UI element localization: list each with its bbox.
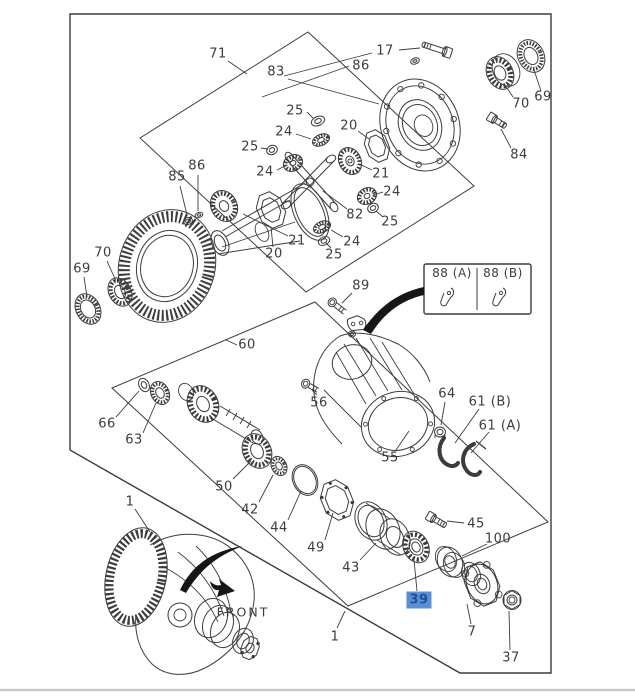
part-label-63[interactable]: 63 (125, 432, 143, 448)
bearing-39-drawing (402, 530, 430, 564)
inner-frame-60 (111, 301, 549, 607)
part-label-100[interactable]: 100 (484, 531, 512, 547)
spider-gear-set-drawing (209, 115, 393, 246)
part-label-45[interactable]: 45 (467, 516, 485, 532)
bearing-cage-drawing (379, 78, 461, 172)
part-label-42[interactable]: 42 (241, 502, 259, 518)
top-bolt-drawing (410, 41, 454, 65)
part-label-1a[interactable]: 1 (125, 494, 135, 510)
part-label-86a[interactable]: 86 (352, 58, 370, 74)
lock-bolt-drawing (327, 297, 367, 332)
part-label-7[interactable]: 7 (467, 624, 477, 640)
part-label-25d[interactable]: 25 (325, 247, 343, 263)
part-label-21a[interactable]: 21 (372, 166, 390, 182)
part-label-44[interactable]: 44 (270, 520, 288, 536)
part-label-85[interactable]: 85 (168, 169, 186, 185)
ring-gear-drawing (74, 209, 217, 325)
part-label-49[interactable]: 49 (307, 540, 325, 556)
part-label-24b[interactable]: 24 (256, 164, 274, 180)
part-label-25b[interactable]: 25 (241, 139, 259, 155)
part-label-88b[interactable]: 88 (B) (483, 266, 523, 280)
part-label-70a[interactable]: 70 (94, 245, 112, 261)
part-label-64[interactable]: 64 (438, 386, 456, 402)
nut-37-drawing (502, 590, 522, 610)
part-label-25a[interactable]: 25 (286, 103, 304, 119)
part-label-1b[interactable]: 1 (330, 629, 340, 645)
part-label-20a[interactable]: 20 (340, 118, 358, 134)
front-arrow (180, 546, 243, 597)
part-label-61b[interactable]: 61 (B) (468, 394, 512, 410)
right-bearing-drawing (485, 39, 546, 129)
part-label-24c[interactable]: 24 (383, 184, 401, 200)
part-label-69a[interactable]: 69 (73, 261, 91, 277)
carrier-housing-drawing (300, 330, 436, 458)
part-label-37[interactable]: 37 (502, 650, 520, 666)
part-label-84[interactable]: 84 (510, 147, 528, 163)
part-label-20b[interactable]: 20 (265, 246, 283, 262)
outer-frame (69, 13, 552, 674)
part-label-83[interactable]: 83 (267, 64, 285, 80)
part-label-39[interactable]: 39 (406, 591, 432, 609)
flange-7-drawing (459, 558, 504, 609)
leader-lines (83, 47, 542, 651)
part-label-89[interactable]: 89 (352, 278, 370, 294)
hook-61a-drawing (461, 442, 482, 477)
inner-frame-71 (139, 31, 475, 293)
part-label-21b[interactable]: 21 (288, 233, 306, 249)
part-label-71[interactable]: 71 (209, 46, 227, 62)
part-label-66[interactable]: 66 (98, 416, 116, 432)
part-label-60[interactable]: 60 (238, 337, 256, 353)
bolt-45-drawing (424, 510, 447, 528)
part-label-43[interactable]: 43 (342, 560, 360, 576)
part-label-69b[interactable]: 69 (534, 89, 552, 105)
part-label-24d[interactable]: 24 (343, 234, 361, 250)
part-label-50[interactable]: 50 (215, 479, 233, 495)
clip-88a-drawing (440, 287, 455, 307)
part-label-56[interactable]: 56 (310, 395, 328, 411)
bolt-84 (486, 111, 507, 129)
adjuster-parts-drawing (434, 426, 487, 477)
small-fasteners-drawing (183, 211, 204, 228)
part-label-61a[interactable]: 61 (A) (478, 418, 522, 434)
part-label-25c[interactable]: 25 (381, 214, 399, 230)
part-label-88a[interactable]: 88 (A) (432, 266, 472, 280)
part-label-17[interactable]: 17 (376, 43, 394, 59)
part-label-82[interactable]: 82 (346, 207, 364, 223)
front-label: FRONT (216, 604, 270, 620)
hook-61b-drawing (437, 436, 460, 469)
inset-arrow (363, 287, 424, 334)
clip-88b-drawing (492, 287, 507, 307)
part-label-86b[interactable]: 86 (188, 158, 206, 174)
part-label-55[interactable]: 55 (381, 450, 399, 466)
pinion-shaft-drawing (138, 377, 522, 610)
part-label-70b[interactable]: 70 (512, 96, 530, 112)
part-label-24a[interactable]: 24 (275, 124, 293, 140)
